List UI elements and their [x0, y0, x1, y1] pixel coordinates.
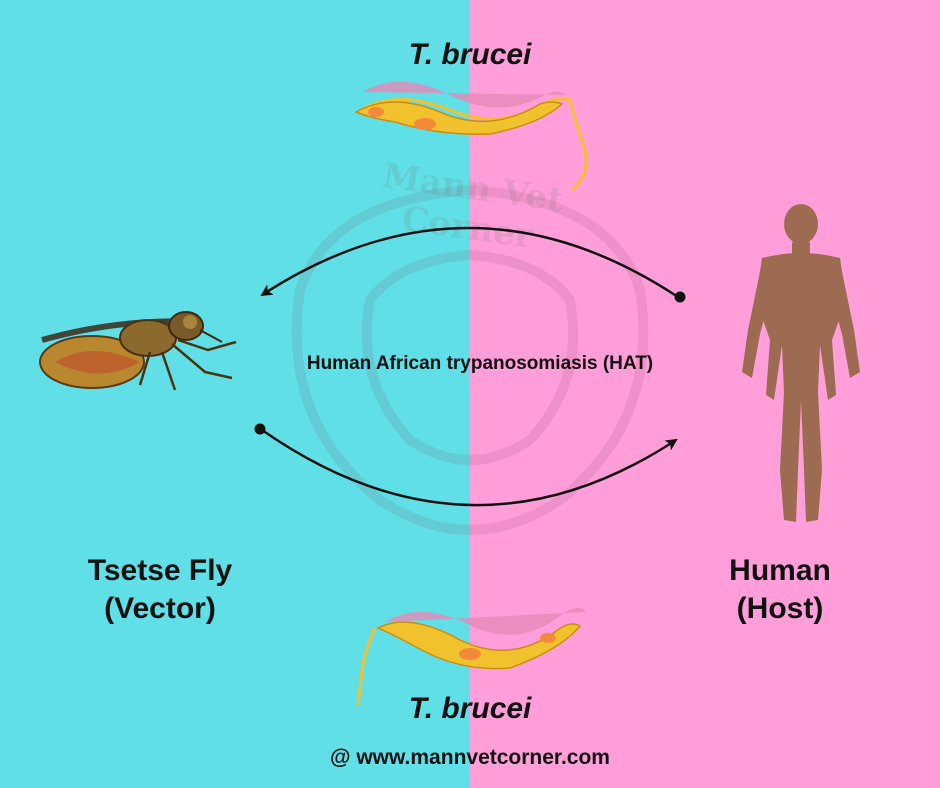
parasite-label-top: T. brucei: [408, 38, 532, 71]
host-role: (Host): [736, 592, 824, 625]
host-side-background: [470, 0, 940, 788]
trypanosome-bottom-icon: [356, 608, 586, 706]
disease-label: Human African trypanosomiasis (HAT): [306, 353, 654, 374]
human-silhouette-icon: [742, 204, 860, 522]
vector-name: Tsetse Fly: [87, 554, 233, 587]
website-footer: @ www.mannvetcorner.com: [330, 746, 610, 769]
arrow-vector-to-host: [254, 423, 678, 507]
parasite-label-bottom: T. brucei: [408, 692, 532, 725]
trypanosome-top-icon: [354, 81, 588, 192]
arrow-host-to-vector: [260, 226, 686, 303]
vector-side-background: [0, 0, 470, 788]
vector-label: Tsetse Fly (Vector): [40, 552, 280, 628]
host-label: Human (Host): [660, 552, 900, 628]
host-name: Human: [729, 554, 831, 587]
vector-role: (Vector): [104, 592, 216, 625]
tsetse-fly-icon: [39, 311, 237, 391]
